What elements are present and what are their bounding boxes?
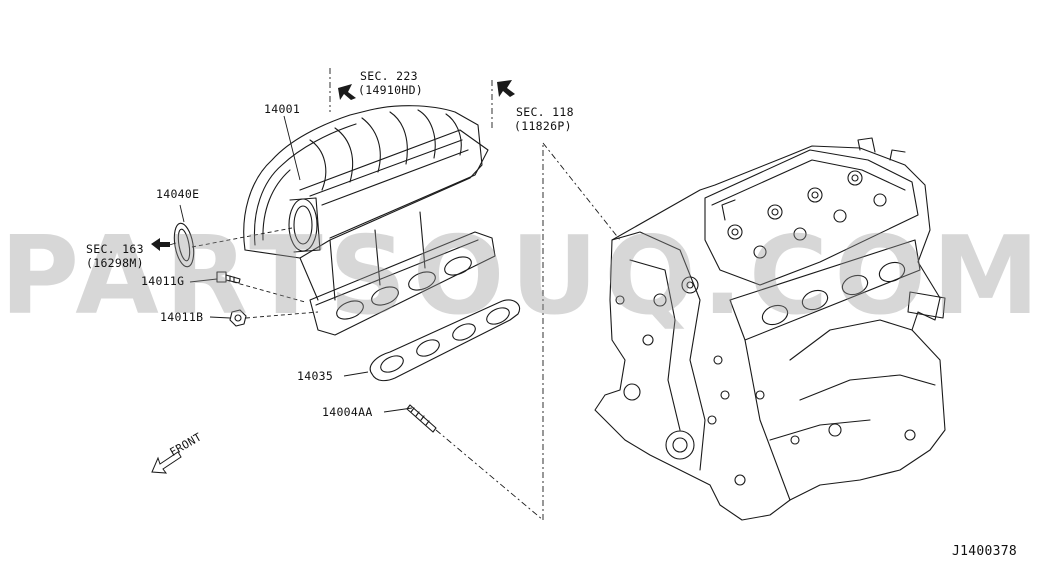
engine-block (594, 137, 946, 521)
section-arrow-icon (338, 84, 356, 100)
section-sub-label[interactable]: (11826P) (514, 119, 572, 133)
part-label-14001[interactable]: 14001 (264, 102, 301, 116)
part-label-14011b[interactable]: 14011B (160, 310, 204, 324)
leader-lines (165, 68, 621, 521)
section-label[interactable]: SEC. 118 (516, 105, 574, 119)
section-arrow-icon (151, 238, 170, 251)
section-sub-label[interactable]: (14910HD) (358, 83, 424, 97)
front-arrow-icon (151, 451, 182, 474)
part-label-14004aa[interactable]: 14004AA (322, 405, 373, 419)
section-label[interactable]: SEC. 223 (360, 69, 418, 83)
section-label[interactable]: SEC. 163 (86, 242, 144, 256)
part-label-14040e[interactable]: 14040E (156, 187, 200, 201)
part-label-14011g[interactable]: 14011G (141, 274, 185, 288)
section-sub-label[interactable]: (16298M) (86, 256, 144, 270)
nut-part (229, 309, 247, 327)
stud-part (406, 404, 437, 433)
watermark: PARTSOUQ.COM (0, 214, 1045, 339)
section-arrow-icon (497, 80, 515, 97)
diagram-id: J1400378 (952, 544, 1018, 559)
bolt-part (216, 271, 241, 284)
intake-manifold (243, 105, 496, 336)
gasket-throttle (173, 222, 195, 268)
part-label-14035[interactable]: 14035 (297, 369, 334, 383)
manifold-gasket (369, 299, 520, 382)
